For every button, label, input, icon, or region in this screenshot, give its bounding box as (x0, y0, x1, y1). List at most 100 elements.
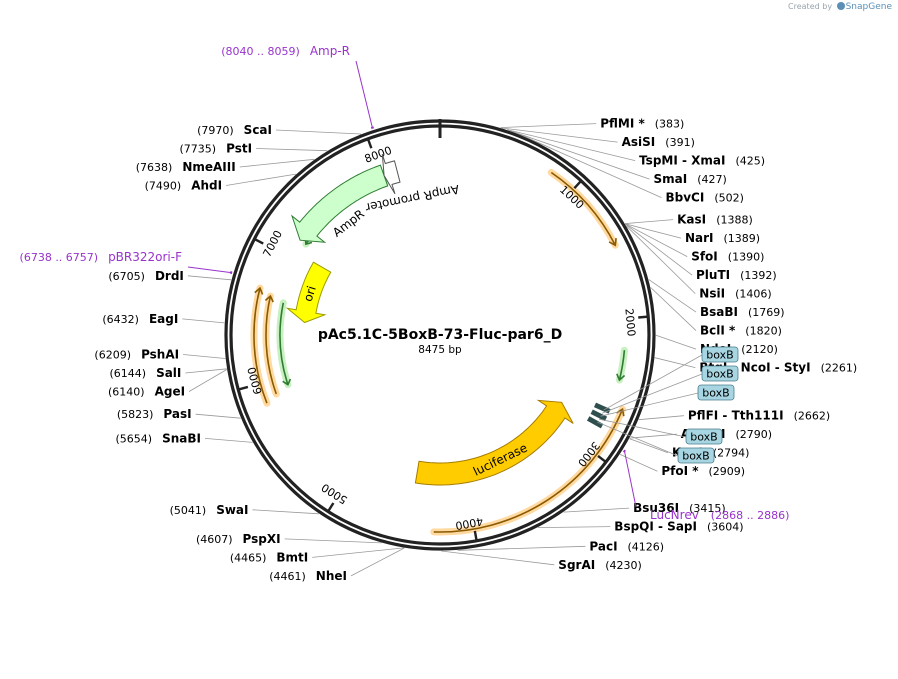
site-position: (2120) (741, 343, 778, 356)
site-name: AgeI (155, 385, 185, 399)
credit: Created by SnapGene (788, 2, 892, 12)
site-leader-line (506, 129, 636, 161)
site-bspqi-sapi: BspQI - SapI(3604) (537, 520, 744, 534)
site-name: SmaI (654, 172, 688, 186)
orf-line (265, 295, 278, 395)
site-nsii: NsiI(1406) (626, 225, 772, 301)
site-name: NarI (685, 231, 714, 245)
site-pspxi: PspXI (4607) (196, 532, 382, 546)
tick-mark (597, 455, 607, 463)
primer-mark (229, 271, 233, 275)
site-position: (4607) (196, 533, 233, 546)
orf-line (279, 302, 289, 385)
site-position: (2261) (821, 362, 858, 375)
site-name: PflMI * (600, 117, 645, 131)
site-leader-line (500, 123, 597, 128)
site-position: (7735) (180, 143, 217, 156)
tick-mark (573, 180, 583, 190)
site-leader-line (312, 547, 404, 558)
primer-range: (6738 .. 6757) (20, 251, 99, 264)
boxb-leader-line (601, 373, 703, 414)
site-name: BsaBI (700, 305, 738, 319)
site-name: PspXI (243, 532, 281, 546)
site-leader-line (518, 133, 662, 198)
tick-mark (638, 315, 649, 319)
site-name: SalI (156, 366, 181, 380)
site-name: SwaI (216, 503, 248, 517)
primer-leader-line (624, 451, 637, 508)
site-leader-line (537, 526, 611, 528)
site-leader-line (239, 158, 315, 168)
site-ahdi: AhdI(7490) (145, 173, 296, 193)
site-name: EagI (149, 312, 178, 326)
site-leader-line (507, 129, 650, 180)
feature-arrow (414, 399, 574, 486)
site-position: (1388) (716, 214, 753, 227)
site-asisi: AsiSI (391) (501, 127, 695, 149)
site-leader-line (226, 173, 296, 186)
feature-arrow (285, 261, 332, 324)
site-leader-line (625, 223, 688, 257)
site-leader-line (654, 357, 696, 368)
snapgene-logo-icon (836, 2, 845, 10)
feature-boxb-cluster (586, 402, 611, 429)
site-position: (5041) (170, 504, 207, 517)
site-paci: PacI (4126) (457, 539, 665, 553)
tick-label: 1000 (557, 183, 586, 211)
feature-luciferase: luciferase (414, 399, 574, 486)
boxb-leader-line (599, 418, 687, 438)
site-name: TspMI - XmaI (639, 154, 725, 168)
site-position: (4230) (605, 559, 642, 572)
site-position: (427) (697, 173, 727, 186)
site-position: (7970) (197, 124, 234, 137)
tick-label: 2000 (622, 308, 637, 337)
credit-brand: SnapGene (845, 2, 892, 12)
site-pflfi-tth111i: PflFI - Tth111I (2662) (638, 409, 831, 423)
feature-label: ori (301, 284, 319, 303)
site-bbvci: BbvCI(502) (518, 133, 744, 205)
tick-mark (473, 530, 478, 541)
site-position: (2662) (794, 410, 831, 423)
site-pasi: PasI(5823) (117, 407, 241, 421)
site-leader-line (187, 275, 232, 281)
site-leader-line (625, 219, 674, 224)
site-leader-line (625, 223, 682, 239)
tick-label: 7000 (261, 228, 285, 259)
primer-amp-r: Amp-R(8040 .. 8059) (221, 44, 375, 130)
site-name: BmtI (276, 550, 308, 564)
orf-line (550, 171, 617, 246)
primer-pbr322ori-f: pBR322ori-F (6738 .. 6757) (20, 250, 233, 275)
site-eagi: EagI(6432) (102, 312, 225, 326)
site-name: ScaI (244, 123, 272, 137)
site-name: AsiSI (622, 135, 656, 149)
site-position: (391) (665, 136, 695, 149)
orf-orf-6 (262, 292, 280, 398)
site-kasi: KasI(1388) (625, 213, 753, 227)
site-position: (383) (655, 118, 685, 131)
boxb-block (593, 402, 611, 414)
feature-arrow (381, 153, 401, 195)
site-drdi: DrdI(6705) (108, 269, 232, 283)
site-position: (425) (736, 155, 766, 168)
boxb-badge-bg (701, 346, 739, 363)
site-sgrai: SgrAI (4230) (441, 550, 642, 572)
primer-leader-line (187, 266, 232, 274)
primer-name: pBR322ori-F (108, 250, 182, 264)
site-leader-line (188, 369, 228, 392)
site-position: (1392) (740, 269, 777, 282)
site-name: DrdI (155, 269, 184, 283)
site-name: SgrAI (558, 558, 595, 572)
site-leader-line (457, 545, 586, 551)
orf-orf-7 (276, 299, 292, 389)
site-name: PstI (226, 142, 252, 156)
orf-arrowhead (254, 286, 264, 295)
boxb-block (586, 416, 604, 429)
site-position: (1820) (745, 325, 782, 338)
site-leader-line (204, 438, 253, 443)
site-position: (4126) (628, 540, 665, 553)
site-sfoi: SfoI(1390) (625, 223, 764, 264)
site-name: PflFI - Tth111I (688, 409, 784, 423)
site-name: Bsu36I (633, 501, 679, 515)
site-name: PacI (589, 539, 617, 553)
site-leader-line (185, 368, 227, 374)
